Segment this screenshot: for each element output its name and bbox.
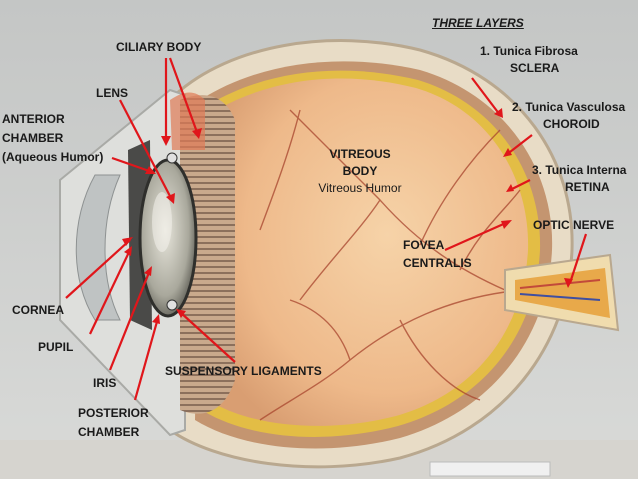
ciliary-body-ribs: [180, 95, 235, 414]
label-choroid: CHOROID: [543, 117, 600, 131]
retinal-vessels: [259, 109, 521, 421]
pointer-arrows: [65, 57, 588, 401]
ligament-knob-bottom: [166, 299, 178, 311]
plate-tag: [429, 461, 551, 477]
label-fovea: FOVEA: [403, 238, 445, 252]
label-body: BODY: [342, 164, 378, 178]
arrow-heads: [122, 108, 573, 324]
label-three-layers: THREE LAYERS: [432, 16, 524, 30]
label-posterior: POSTERIOR: [78, 406, 149, 420]
label-aqueous-humor: (Aqueous Humor): [2, 150, 104, 164]
label-vitreous: VITREOUS: [329, 147, 391, 161]
label-iris: IRIS: [93, 376, 117, 390]
label-cornea: CORNEA: [12, 303, 65, 317]
label-retina: RETINA: [565, 180, 610, 194]
label-centralis: CENTRALIS: [403, 256, 472, 270]
label-chamber: CHAMBER: [2, 131, 64, 145]
label-tunica-fibrosa: 1. Tunica Fibrosa: [480, 44, 578, 58]
label-suspensory-ligaments: SUSPENSORY LIGAMENTS: [165, 364, 322, 378]
label-optic-nerve: OPTIC NERVE: [533, 218, 615, 232]
label-anterior: ANTERIOR: [2, 112, 65, 126]
cornea-front: [75, 174, 121, 321]
ligament-knob-top: [166, 152, 178, 164]
vitreous-body: [215, 78, 529, 426]
label-tunica-vasculosa: 2. Tunica Vasculosa: [512, 100, 626, 114]
label-posterior-chamber: CHAMBER: [78, 425, 140, 439]
label-lens: LENS: [96, 86, 129, 100]
label-sclera: SCLERA: [510, 61, 560, 75]
label-tunica-interna: 3. Tunica Interna: [532, 163, 627, 177]
label-vitreous-humor: Vitreous Humor: [318, 181, 402, 195]
label-ciliary-body: CILIARY BODY: [116, 40, 202, 54]
label-pupil: PUPIL: [38, 340, 74, 354]
